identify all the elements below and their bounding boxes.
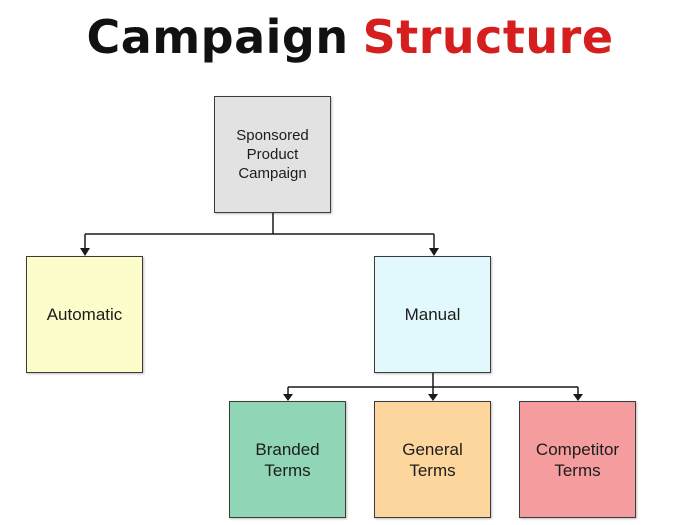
node-label: Sponsored Product Campaign xyxy=(236,127,309,182)
arrowhead-automatic xyxy=(80,248,90,256)
arrowhead-branded xyxy=(283,394,293,401)
node-label: Manual xyxy=(404,305,461,324)
node-manual: Manual xyxy=(374,256,491,373)
arrowhead-competitor xyxy=(573,394,583,401)
node-label: General Terms xyxy=(402,439,463,480)
node-sponsored-product-campaign: Sponsored Product Campaign xyxy=(214,96,331,213)
node-label: Automatic xyxy=(46,305,123,324)
arrowhead-general xyxy=(428,394,438,401)
node-branded-terms: Branded Terms xyxy=(229,401,346,518)
title-word-structure: Structure xyxy=(362,10,614,64)
node-automatic: Automatic xyxy=(26,256,143,373)
node-general-terms: General Terms xyxy=(374,401,491,518)
node-label: Branded Terms xyxy=(255,439,320,480)
node-competitor-terms: Competitor Terms xyxy=(519,401,636,518)
title-word-campaign: Campaign xyxy=(86,10,349,64)
arrowhead-manual xyxy=(429,248,439,256)
node-label: Competitor Terms xyxy=(535,439,620,480)
